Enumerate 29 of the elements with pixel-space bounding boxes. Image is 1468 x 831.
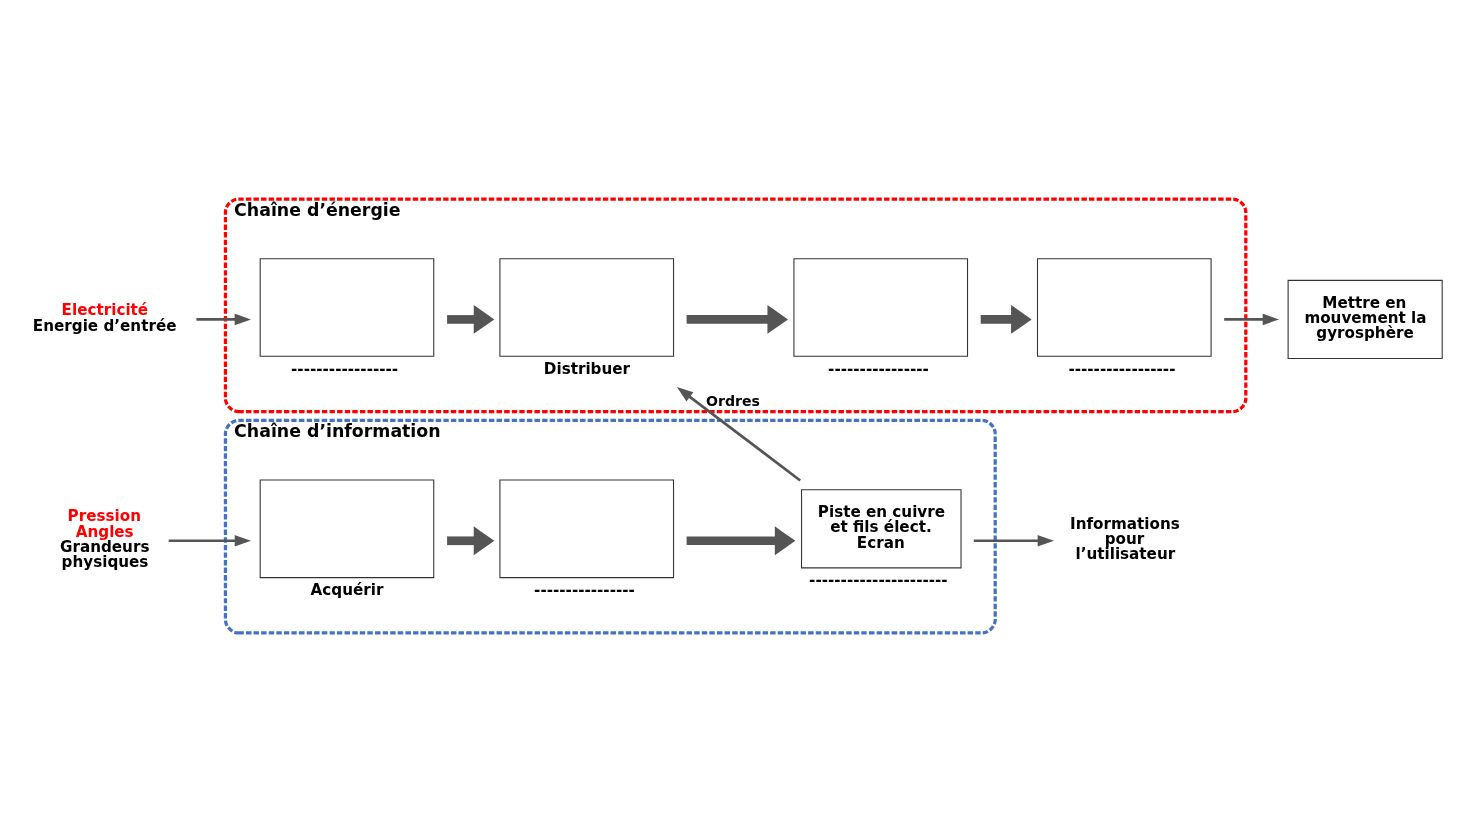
- node-label: ----------------: [534, 580, 635, 599]
- arrow: [1224, 313, 1279, 325]
- arrow: [686, 525, 796, 555]
- node-box: Piste en cuivre et fils élect. Ecran: [801, 488, 962, 568]
- arrow: [168, 534, 251, 546]
- edge-label: Ordres: [706, 392, 760, 409]
- arrow: [973, 534, 1054, 546]
- arrow: [980, 304, 1032, 334]
- node-box: [499, 257, 675, 357]
- arrow: [447, 525, 495, 555]
- node-box: [1036, 257, 1212, 357]
- node-label: Acquérir: [310, 580, 384, 599]
- node-label: -----------------: [291, 359, 399, 378]
- arrow: [196, 313, 251, 325]
- arrow: [676, 386, 801, 482]
- arrow: [686, 304, 789, 334]
- node-label: ----------------------: [809, 570, 948, 589]
- node-box: [793, 257, 969, 357]
- node-box: [499, 478, 675, 578]
- node-box: Mettre en mouvement la gyrosphère: [1287, 279, 1443, 359]
- node-text: Informations pour l’utilisateur: [1070, 514, 1180, 563]
- node-text: Electricité Energie d’entrée: [32, 300, 177, 335]
- node-box: [259, 257, 435, 357]
- arrow: [447, 304, 495, 334]
- node-label: ----------------: [828, 359, 929, 378]
- node-box: [259, 478, 435, 578]
- node-text: Pression Angles Grandeurs physiques: [60, 506, 150, 571]
- node-label: Distribuer: [543, 359, 631, 378]
- node-label: -----------------: [1068, 359, 1176, 378]
